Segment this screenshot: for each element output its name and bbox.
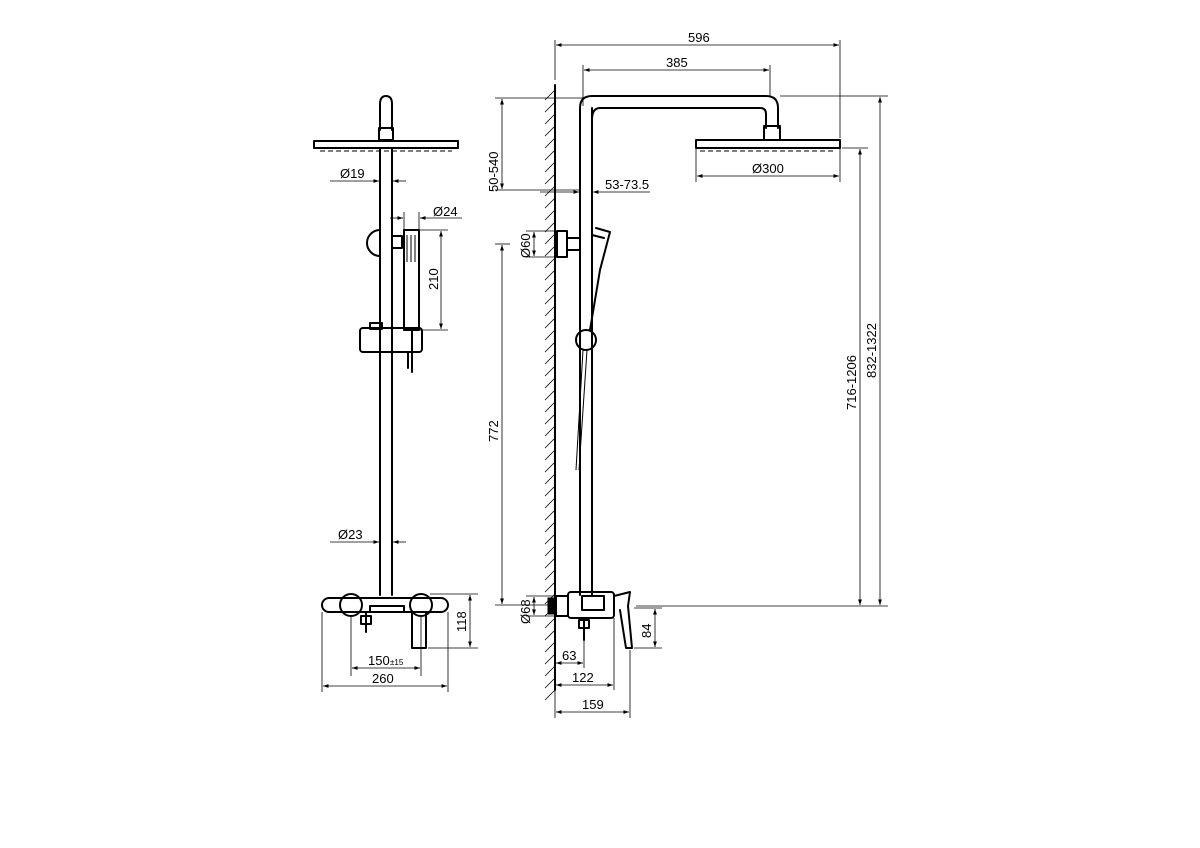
wall-hatch-line [544, 101, 556, 113]
side-slider-knob [575, 329, 597, 351]
wall-hatch-line [544, 281, 556, 293]
front-head-connector [378, 127, 394, 141]
wall-hatch-line [544, 545, 556, 557]
wall-hatch-line [544, 653, 556, 665]
wall-hatch-line [544, 569, 556, 581]
wall-hatch-line [544, 137, 556, 149]
side-mixer-lever [613, 591, 633, 649]
wall-hatch-line [544, 509, 556, 521]
wall-hatch-line [544, 329, 556, 341]
wall-hatch-line [544, 413, 556, 425]
wall-hatch-line [544, 209, 556, 221]
side-arm-outer [579, 95, 779, 129]
dim-height-range-2: 832-1322 [864, 323, 879, 378]
dim-wall-offset: 53-73.5 [605, 177, 649, 192]
dim-arm-length: 385 [666, 55, 688, 70]
wall-hatch-line [544, 689, 556, 701]
side-hose [575, 349, 588, 471]
side-bracket [556, 230, 568, 258]
wall-hatch-line [544, 377, 556, 389]
wall-hatching [544, 89, 556, 701]
side-hand-shower [589, 227, 611, 331]
wall-hatch-line [544, 365, 556, 377]
wall-hatch-line [544, 89, 556, 101]
dim-flange-diameter: Ø68 [518, 599, 533, 624]
wall-hatch-line [544, 197, 556, 209]
wall-hatch-line [544, 533, 556, 545]
front-shower-head [313, 140, 459, 149]
wall-hatch-line [544, 401, 556, 413]
dim-hand-shower-diameter: Ø24 [433, 204, 458, 219]
wall-hatch-line [544, 233, 556, 245]
wall-hatch-line [544, 185, 556, 197]
front-mixer-knob-right [409, 593, 433, 617]
wall-hatch-line [544, 425, 556, 437]
dim-adjust-range: 50-540 [486, 152, 501, 192]
front-mixer-spout [411, 611, 427, 649]
dim-mixer-depth-1: 63 [562, 648, 576, 663]
dim-total-projection: 596 [688, 30, 710, 45]
dim-mixer-width: 260 [372, 671, 394, 686]
dim-hand-shower-length: 210 [426, 268, 441, 290]
dim-mixer-spacing-tolerance: ±15 [390, 658, 404, 667]
wall-hatch-line [544, 521, 556, 533]
dim-bracket-diameter: Ø60 [518, 233, 533, 258]
wall-hatch-line [544, 305, 556, 317]
dim-pipe-diameter: Ø19 [340, 166, 365, 181]
side-mixer-body [567, 591, 615, 619]
front-dimensions: Ø19 Ø24 210 Ø23 118 150 ±15 260 [321, 166, 478, 692]
wall-hatch-line [544, 677, 556, 689]
wall-hatch-line [544, 293, 556, 305]
dim-mixer-spacing: 150 [368, 653, 390, 668]
dim-rail-diameter: Ø23 [338, 527, 363, 542]
front-gooseneck [379, 95, 393, 131]
side-view [544, 84, 841, 701]
wall-hatch-line [544, 665, 556, 677]
front-view [313, 95, 459, 649]
wall-hatch-line [544, 641, 556, 653]
side-shower-head [695, 139, 841, 149]
wall-hatch-line [544, 485, 556, 497]
wall-hatch-line [544, 449, 556, 461]
wall-hatch-line [544, 473, 556, 485]
wall-hatch-line [544, 557, 556, 569]
wall-hatch-line [544, 437, 556, 449]
wall-hatch-line [544, 149, 556, 161]
wall-hatch-line [544, 341, 556, 353]
front-mixer-knob-left [339, 593, 363, 617]
wall-hatch-line [544, 173, 556, 185]
wall-hatch-line [544, 245, 556, 257]
wall-hatch-line [544, 125, 556, 137]
wall-hatch-line [544, 269, 556, 281]
dim-mixer-depth-3: 159 [582, 697, 604, 712]
dim-rail-length: 772 [486, 420, 501, 442]
wall-hatch-line [544, 257, 556, 269]
wall-hatch-line [544, 317, 556, 329]
wall-hatch-line [544, 461, 556, 473]
dim-mixer-height: 118 [454, 611, 469, 632]
wall-hatch-line [544, 113, 556, 125]
wall-hatch-line [544, 617, 556, 629]
front-slider-holder [359, 327, 423, 353]
dim-head-diameter: Ø300 [752, 161, 784, 176]
wall-hatch-line [544, 581, 556, 593]
wall-hatch-line [544, 221, 556, 233]
side-dimensions: 596 385 50-540 53-73.5 Ø300 Ø60 772 [486, 30, 888, 718]
dim-height-range-1: 716-1206 [844, 355, 859, 410]
dim-handle-drop: 84 [639, 624, 654, 638]
wall-hatch-line [544, 497, 556, 509]
side-flange [547, 597, 557, 615]
wall-hatch-line [544, 161, 556, 173]
wall-hatch-line [544, 629, 556, 641]
wall-hatch-line [544, 389, 556, 401]
wall-hatch-line [544, 353, 556, 365]
side-arm-inner [591, 107, 767, 129]
dim-mixer-depth-2: 122 [572, 670, 594, 685]
front-bracket-ring [366, 229, 381, 257]
